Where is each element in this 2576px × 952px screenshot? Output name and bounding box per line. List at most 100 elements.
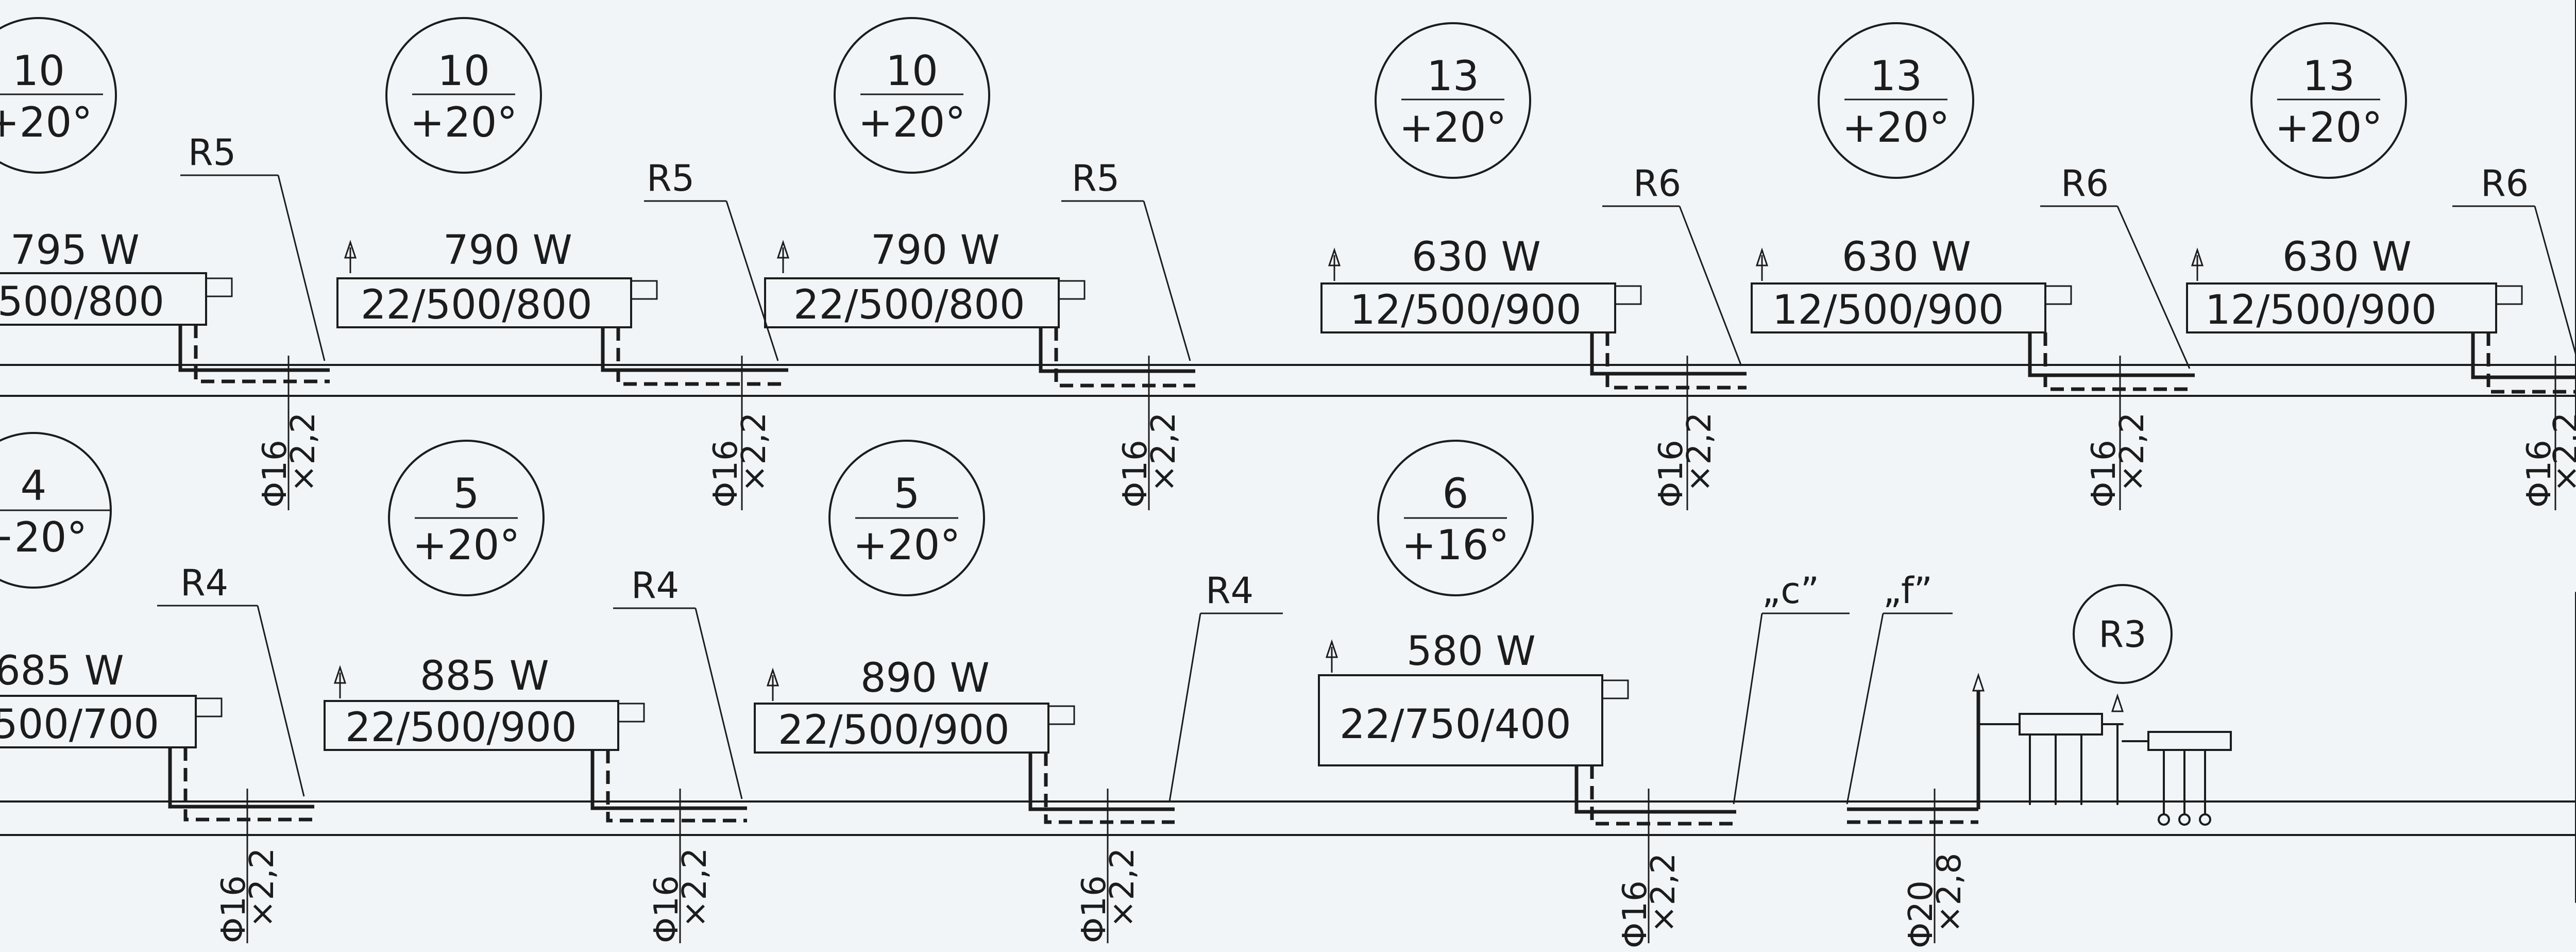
radiator-unit: 885 W 22/500/900 R4 Φ16 ×2,2 [324, 564, 747, 943]
room-number: 13 [1870, 52, 1922, 100]
radiator-power: 630 W [1412, 234, 1541, 280]
radiator-body [324, 700, 619, 751]
pipe-wall: ×2,2 [1681, 412, 1719, 492]
radiator-body [764, 277, 1060, 328]
radiator-size: 12/500/900 [1350, 287, 1582, 333]
riser-label: R6 [2481, 162, 2529, 205]
room-number: 13 [1427, 52, 1479, 100]
riser-label: R3 [2098, 613, 2146, 656]
room-temperature: +20° [2275, 104, 2383, 152]
pipe-wall: ×2,2 [1145, 412, 1183, 492]
pipe-diameter: Φ16 [1652, 440, 1690, 508]
radiator-body [754, 703, 1049, 754]
air-vent-icon [1972, 673, 1985, 692]
radiator-power: 685 W [0, 648, 124, 694]
room-circle: 5 +20° [828, 440, 985, 596]
pipe-diameter: Φ16 [1075, 875, 1113, 943]
pipe-diameter: Φ16 [1616, 880, 1654, 948]
riser-f-branch: „f” Φ20 ×2,8 [1846, 570, 1978, 948]
air-vent-icon [766, 667, 779, 687]
radiator-power: 890 W [860, 655, 990, 702]
riser-label: R5 [1072, 157, 1120, 199]
pipe-wall: ×2,2 [2113, 412, 2151, 492]
room-temperature: +20° [853, 521, 961, 569]
air-vent-icon [2191, 247, 2204, 266]
room-temperature: +20° [410, 98, 518, 146]
room-circle: 13 +20° [2250, 22, 2407, 179]
pipe-diameter: Φ16 [707, 440, 745, 508]
radiator-power: 630 W [2282, 234, 2412, 280]
pipe-diameter: Φ16 [2085, 440, 2123, 508]
pipe-diameter: Φ20 [1902, 880, 1940, 948]
radiator-body [1320, 282, 1616, 333]
radiator-size: 22/500/900 [778, 707, 1010, 754]
valve-icon [1047, 705, 1075, 725]
radiator-body [0, 695, 197, 748]
radiator-size: 500/700 [0, 702, 159, 748]
radiator-power: 790 W [443, 227, 572, 274]
riser-label: R5 [188, 131, 236, 174]
room-temperature: +16° [1402, 521, 1510, 569]
radiator-body [1318, 674, 1603, 766]
radiator-power: 790 W [871, 227, 1000, 274]
radiator-body [1751, 282, 2046, 333]
valve-icon [630, 280, 658, 300]
air-vent-icon [1325, 639, 1338, 658]
radiator-size: 22/500/900 [345, 705, 577, 751]
riser-label: R4 [1206, 570, 1253, 612]
room-number: 13 [2302, 52, 2355, 100]
radiator-unit: 685 W 500/700 R4 Φ16 ×2,2 [0, 562, 314, 943]
pipe-wall: ×2,2 [676, 848, 714, 928]
radiator-size: 22/500/800 [793, 282, 1025, 328]
pipe-wall: ×2,8 [1930, 853, 1969, 933]
valve-icon [2495, 285, 2523, 305]
room-temperature: +20° [0, 513, 87, 561]
pipe-wall: ×2,2 [1645, 853, 1683, 933]
air-vent-icon [776, 240, 790, 259]
valve-icon [2044, 285, 2072, 305]
room-circle: 10 +20° [385, 17, 542, 174]
air-vent-icon [344, 240, 357, 259]
radiator-unit: 580 W 22/750/400 „c” Φ16 ×2,2 [1318, 570, 1850, 948]
radiator-power: 885 W [420, 653, 549, 699]
room-circle: 13 +20° [1818, 22, 1974, 179]
pipe-wall: ×2,2 [284, 412, 323, 492]
room-number: 5 [894, 470, 920, 517]
radiator-size: 22/500/800 [361, 282, 592, 328]
radiator-size: 12/500/900 [2205, 287, 2437, 333]
room-circle: 13 +20° [1375, 22, 1531, 179]
radiator-unit: 630 W 12/500/900 R6 Φ16 ×2,2 [1320, 162, 1747, 510]
room-circle: 5 +20° [388, 440, 545, 596]
manifold [1972, 673, 2232, 826]
radiator-unit: 890 W 22/500/900 R4 Φ16 ×2,2 [754, 570, 1283, 943]
radiator-unit: 630 W 12/500/900 R6 Φ16 ×2,2 [2186, 162, 2576, 510]
radiator-unit: 630 W 12/500/900 R6 Φ16 ×2,2 [1751, 162, 2195, 510]
room-circle: 6 +16° [1377, 440, 1534, 596]
air-vent-icon [2111, 693, 2124, 712]
room-temperature: +20° [1399, 104, 1507, 152]
radiator-unit: 790 W 22/500/800 R5 Φ16 ×2,2 [764, 157, 1195, 510]
riser-label: R4 [631, 564, 679, 607]
riser-label: R4 [180, 562, 228, 604]
room-circle: 4 +20° [0, 432, 112, 589]
pipe-diameter: Φ16 [2520, 440, 2558, 508]
room-temperature: +20° [858, 98, 966, 146]
radiator-power: 630 W [1842, 234, 1971, 280]
air-vent-icon [1755, 247, 1769, 266]
riser-r3-circle: R3 [2073, 584, 2173, 684]
valve-icon [205, 277, 233, 297]
riser-label: R5 [647, 157, 694, 199]
pipe-wall: ×2,2 [243, 848, 281, 928]
riser-label: „c” [1762, 570, 1819, 612]
room-temperature: +20° [413, 521, 520, 569]
radiator-power: 580 W [1406, 628, 1536, 675]
radiator-size: 22/750/400 [1340, 702, 1571, 748]
radiator-unit: 790 W 22/500/800 R5 Φ16 ×2,2 [336, 157, 788, 510]
radiator-body [336, 277, 632, 328]
radiator-power: 795 W [10, 227, 140, 274]
room-number: 10 [886, 47, 938, 95]
pipe-diameter: Φ16 [648, 875, 686, 943]
radiator-body [0, 272, 207, 326]
valve-icon [1601, 679, 1629, 699]
pipe-wall: ×2,2 [1104, 848, 1142, 928]
